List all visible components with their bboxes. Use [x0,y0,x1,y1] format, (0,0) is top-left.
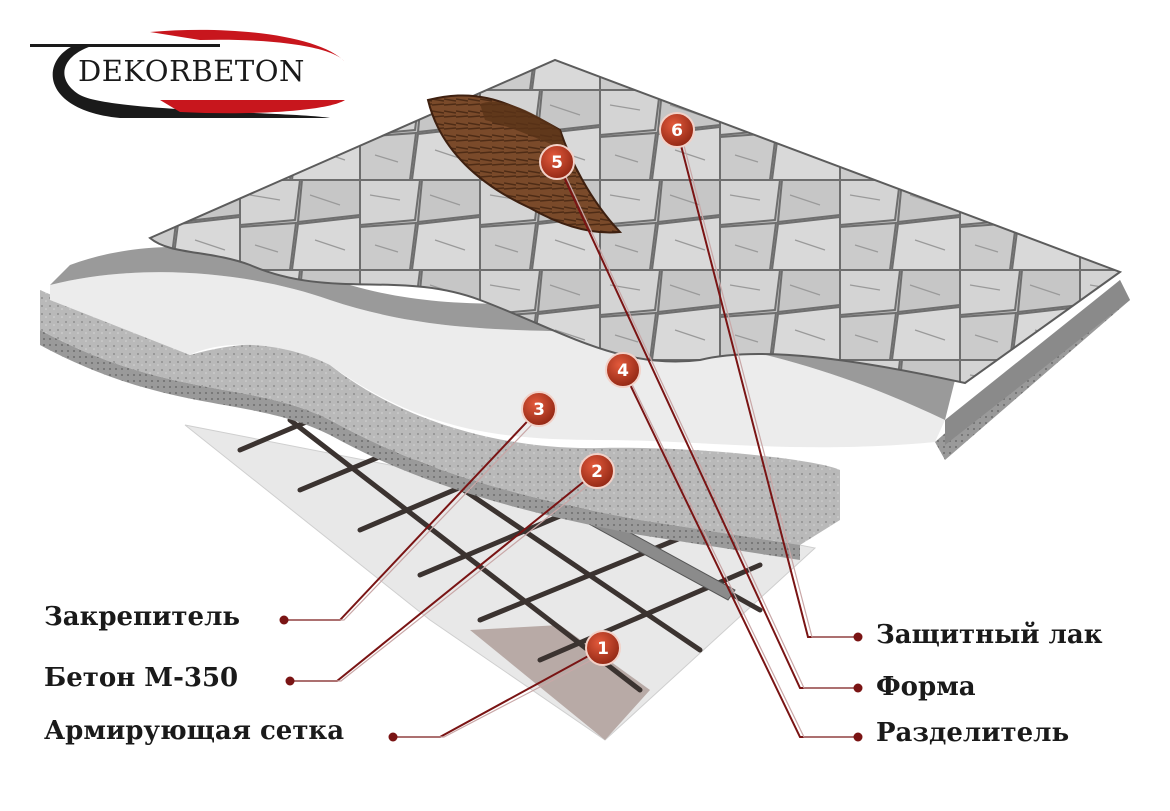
label-dot-form [853,683,863,693]
logo-mark [30,29,345,118]
badge-number-fixative: 3 [533,400,545,420]
logo-text: DEKORBETON [78,54,305,88]
stamped-surface [148,58,1123,385]
label-separator: Разделитель [876,718,1070,748]
leader-line-shadow-separator [626,373,858,738]
number-badges: 1 2 3 4 5 6 [279,112,863,742]
leader-line-shadow-form [560,165,858,689]
label-dot-separator [853,732,863,742]
badge-separator [605,352,641,388]
label-dot-fixative [279,615,289,625]
leader-line-shadow-rebar-mesh [393,651,608,738]
leader-line-shadow-concrete [290,474,602,682]
badge-fixative [521,391,557,427]
concrete-layer [40,290,840,545]
badge-number-separator: 4 [617,361,629,381]
stamp-form [426,94,623,234]
leader-lines [284,129,858,738]
label-rebar-mesh: Армирующая сетка [44,716,345,746]
fixative-layer [50,272,945,448]
badge-number-form: 5 [551,153,563,173]
label-fixative: Закрепитель [44,602,241,632]
label-dot-rebar-mesh [388,732,398,742]
badge-form [539,144,575,180]
label-dot-protective-varnish [853,632,863,642]
label-protective-varnish: Защитный лак [876,620,1103,650]
badge-number-rebar-mesh: 1 [597,639,609,659]
badge-rebar-mesh [585,630,621,666]
badge-number-concrete: 2 [591,462,603,482]
badge-concrete [579,453,615,489]
label-form: Форма [876,672,976,702]
leader-line-shadow-protective-varnish [680,133,858,638]
label-dot-concrete [285,676,295,686]
badge-protective-varnish [659,112,695,148]
leader-line-shadow-fixative [284,412,544,621]
label-concrete: Бетон М-350 [44,663,239,693]
badge-number-protective-varnish: 6 [671,121,683,141]
